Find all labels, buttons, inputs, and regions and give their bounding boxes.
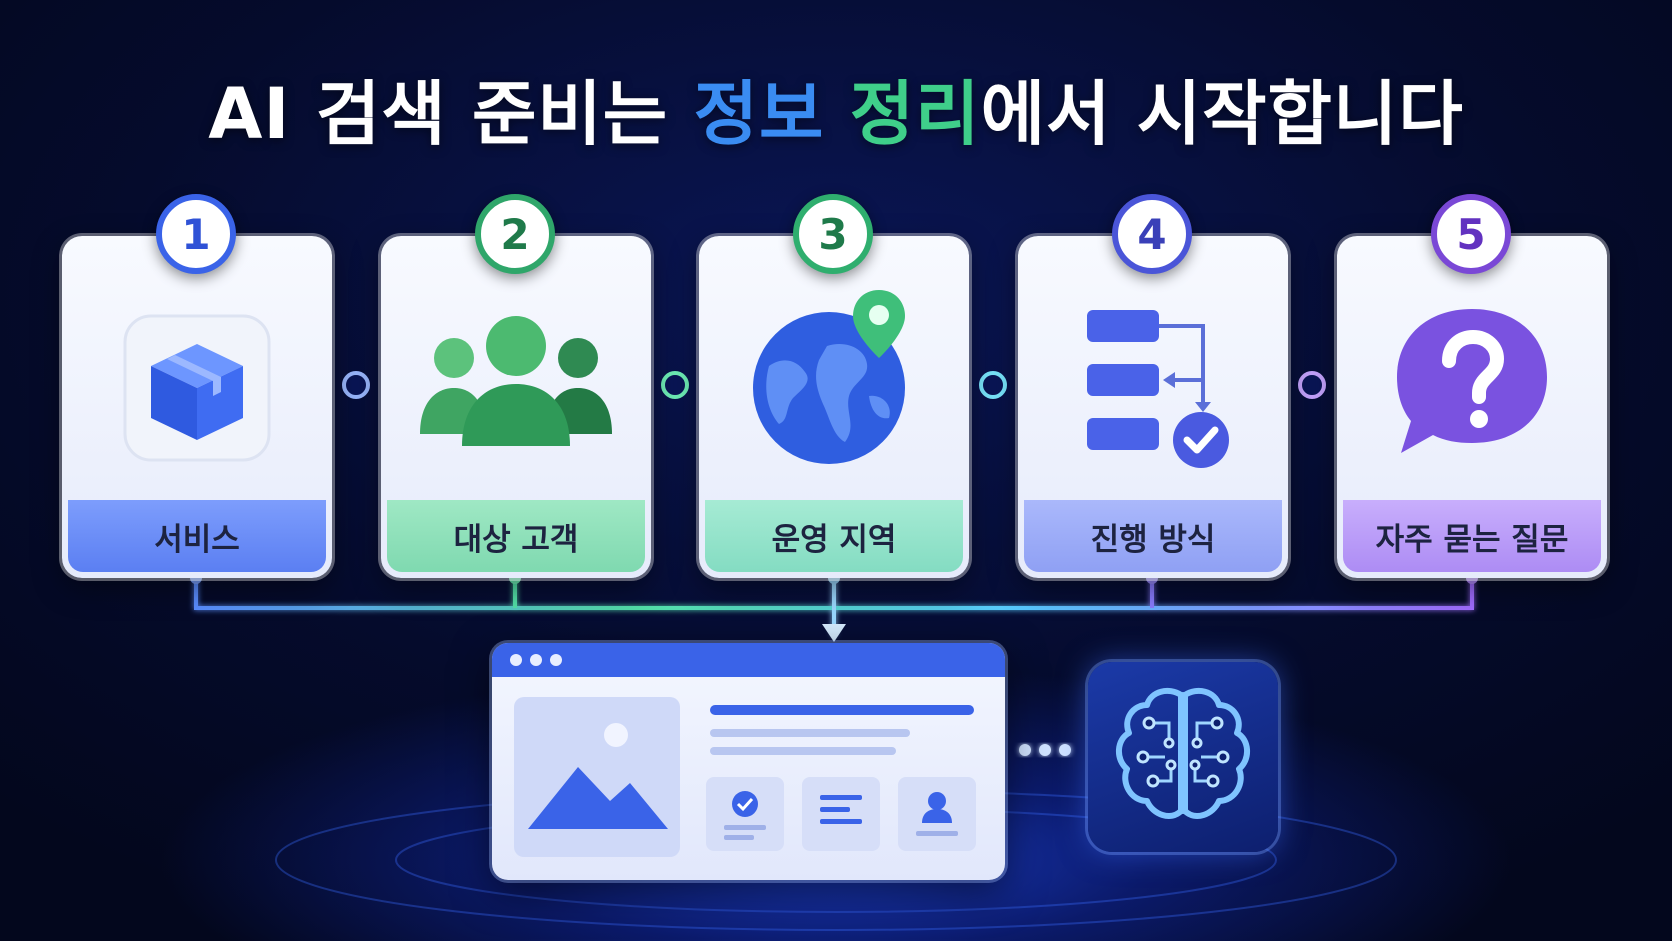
- step-card-process: 진행 방식: [1018, 236, 1288, 578]
- ai-brain-box: [1088, 662, 1278, 852]
- webpage-content: [514, 697, 976, 857]
- title-highlight-organize: 정리: [849, 73, 981, 155]
- step-card-target-customers: 대상 고객: [381, 236, 651, 578]
- image-mountain-icon: [528, 767, 668, 829]
- title-highlight-info: 정보: [693, 73, 825, 155]
- page-title: AI 검색 준비는 정보 정리에서 시작합니다: [0, 58, 1672, 159]
- users-icon: [420, 316, 612, 446]
- step-label: 운영 지역: [705, 500, 963, 572]
- step-card-operating-region: 운영 지역: [699, 236, 969, 578]
- step-label: 서비스: [68, 500, 326, 572]
- step-card-faq: 자주 묻는 질문: [1337, 236, 1607, 578]
- window-dot: [550, 654, 562, 666]
- title-part2: 에서 시작합니다: [980, 73, 1464, 155]
- flowchart-check-icon: [1087, 310, 1229, 468]
- step-label: 진행 방식: [1024, 500, 1282, 572]
- webpage-icon: [492, 643, 1005, 880]
- browser-title-bar: [492, 643, 1005, 677]
- globe-pin-icon: [753, 290, 905, 464]
- title-part1: AI 검색 준비는: [208, 73, 694, 155]
- step-label: 자주 묻는 질문: [1343, 500, 1601, 572]
- step-badge-1: 1: [156, 194, 236, 274]
- step-badge-5: 5: [1431, 194, 1511, 274]
- ai-brain-icon: [1116, 687, 1250, 819]
- step-badge-4: 4: [1112, 194, 1192, 274]
- step-card-service: 서비스: [62, 236, 332, 578]
- window-dot: [530, 654, 542, 666]
- question-bubble-icon: [1397, 309, 1547, 453]
- step-badge-3: 3: [793, 194, 873, 274]
- window-dot: [510, 654, 522, 666]
- title-space: [824, 73, 849, 155]
- box-icon: [123, 314, 271, 462]
- step-badge-2: 2: [475, 194, 555, 274]
- step-label: 대상 고객: [387, 500, 645, 572]
